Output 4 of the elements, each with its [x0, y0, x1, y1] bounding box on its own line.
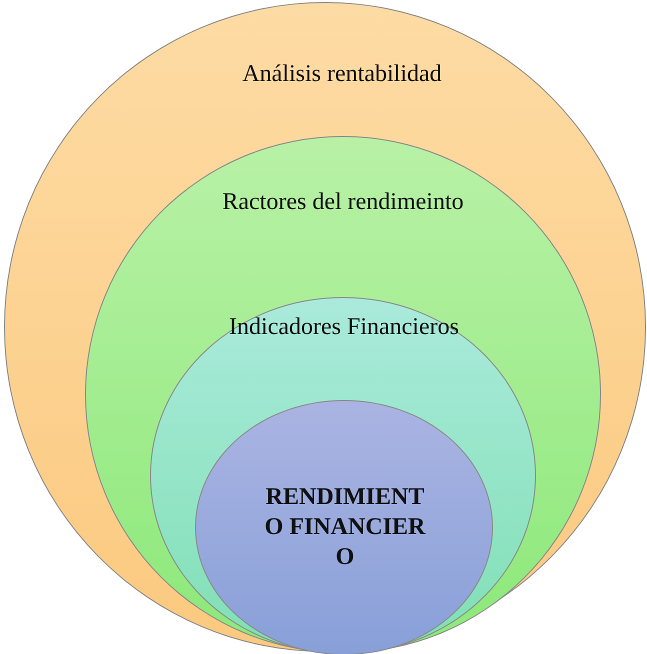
circle-label: Ractores del rendimeinto: [221, 188, 465, 217]
circle-label: Indicadores Financieros: [228, 313, 460, 342]
circle-label: RENDIMIENTO FINANCIERO: [264, 483, 426, 572]
circle-label: Análisis rentabilidad: [241, 60, 443, 89]
